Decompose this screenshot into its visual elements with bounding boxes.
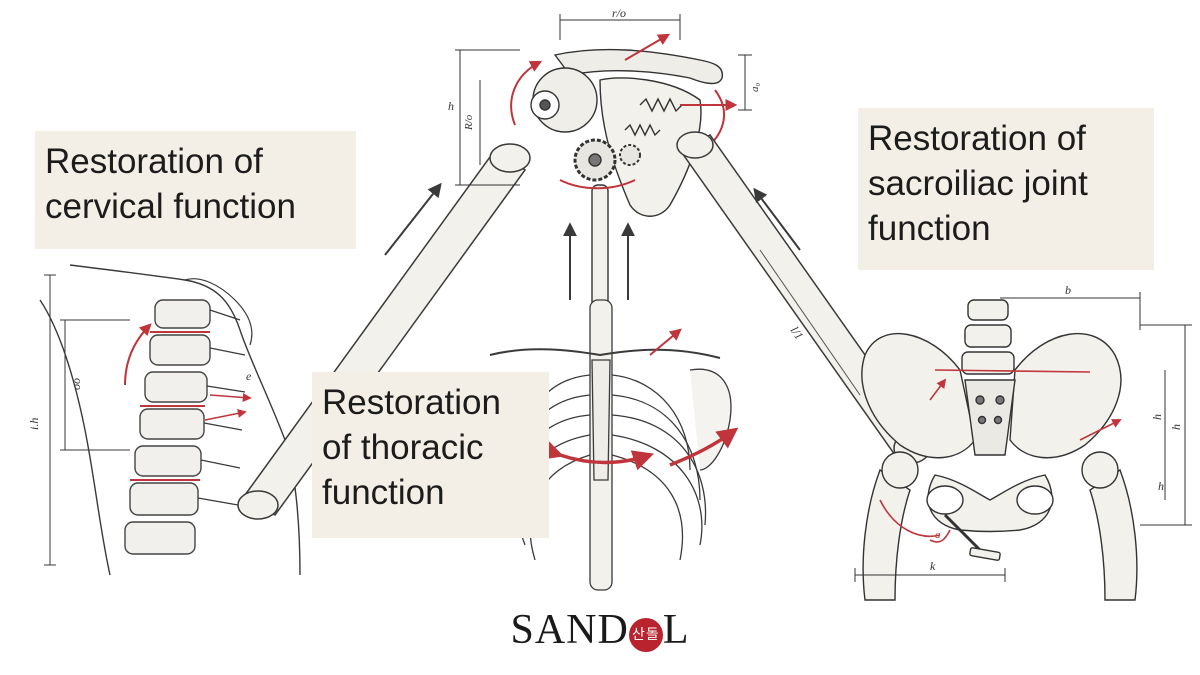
label-thoracic-line-1: Restoration bbox=[322, 383, 501, 422]
shoulder-mechanism bbox=[455, 14, 752, 316]
label-cervical-line-2: cervical function bbox=[45, 187, 296, 226]
dim-neck-outer: i.h bbox=[27, 418, 41, 430]
arrow-left-up bbox=[384, 182, 442, 256]
label-thoracic-function: Restoration of thoracic function bbox=[312, 372, 549, 538]
brand-seal-icon: 산돌 bbox=[628, 618, 663, 652]
dim-pelvis-h2: h bbox=[1150, 414, 1164, 420]
dim-top-width: r/o bbox=[612, 6, 626, 20]
dim-pelvis-top: b bbox=[1065, 283, 1071, 297]
label-thoracic-line-3: function bbox=[322, 473, 445, 512]
brand-text-right: L bbox=[662, 607, 690, 653]
dim-pelvis-h1: h bbox=[1169, 424, 1183, 430]
arrow-right-up bbox=[753, 187, 801, 251]
label-sacroiliac-line-1: Restoration of bbox=[868, 119, 1086, 158]
label-sacroiliac-line-2: sacroiliac joint bbox=[868, 164, 1088, 203]
label-sacroiliac-line-3: function bbox=[868, 209, 991, 248]
pelvis-sketch bbox=[854, 292, 1192, 601]
pelvis-red-marks bbox=[879, 369, 1122, 543]
dim-shoulder-height: h bbox=[448, 99, 454, 113]
dim-pelvis-bottom: k bbox=[930, 559, 936, 573]
dim-shoulder-inner: R/o bbox=[463, 114, 475, 131]
dim-neck-e: e bbox=[246, 369, 252, 383]
ribcage-red-arrows bbox=[540, 328, 739, 471]
brand-text-left: SAND bbox=[510, 607, 629, 653]
label-cervical-function: Restoration of cervical function bbox=[35, 131, 356, 249]
dim-neck-inner: oo bbox=[69, 378, 83, 390]
label-thoracic-line-2: of thoracic bbox=[322, 428, 484, 467]
label-sacroiliac-function: Restoration of sacroiliac joint function bbox=[858, 108, 1154, 270]
dim-pelvis-angle: a bbox=[935, 529, 941, 541]
cervical-spine-sketch bbox=[39, 264, 301, 576]
dim-shoulder-right: a₀ bbox=[749, 83, 761, 93]
label-cervical-line-1: Restoration of bbox=[45, 142, 263, 181]
dim-pelvis-h3: h bbox=[1158, 479, 1164, 493]
